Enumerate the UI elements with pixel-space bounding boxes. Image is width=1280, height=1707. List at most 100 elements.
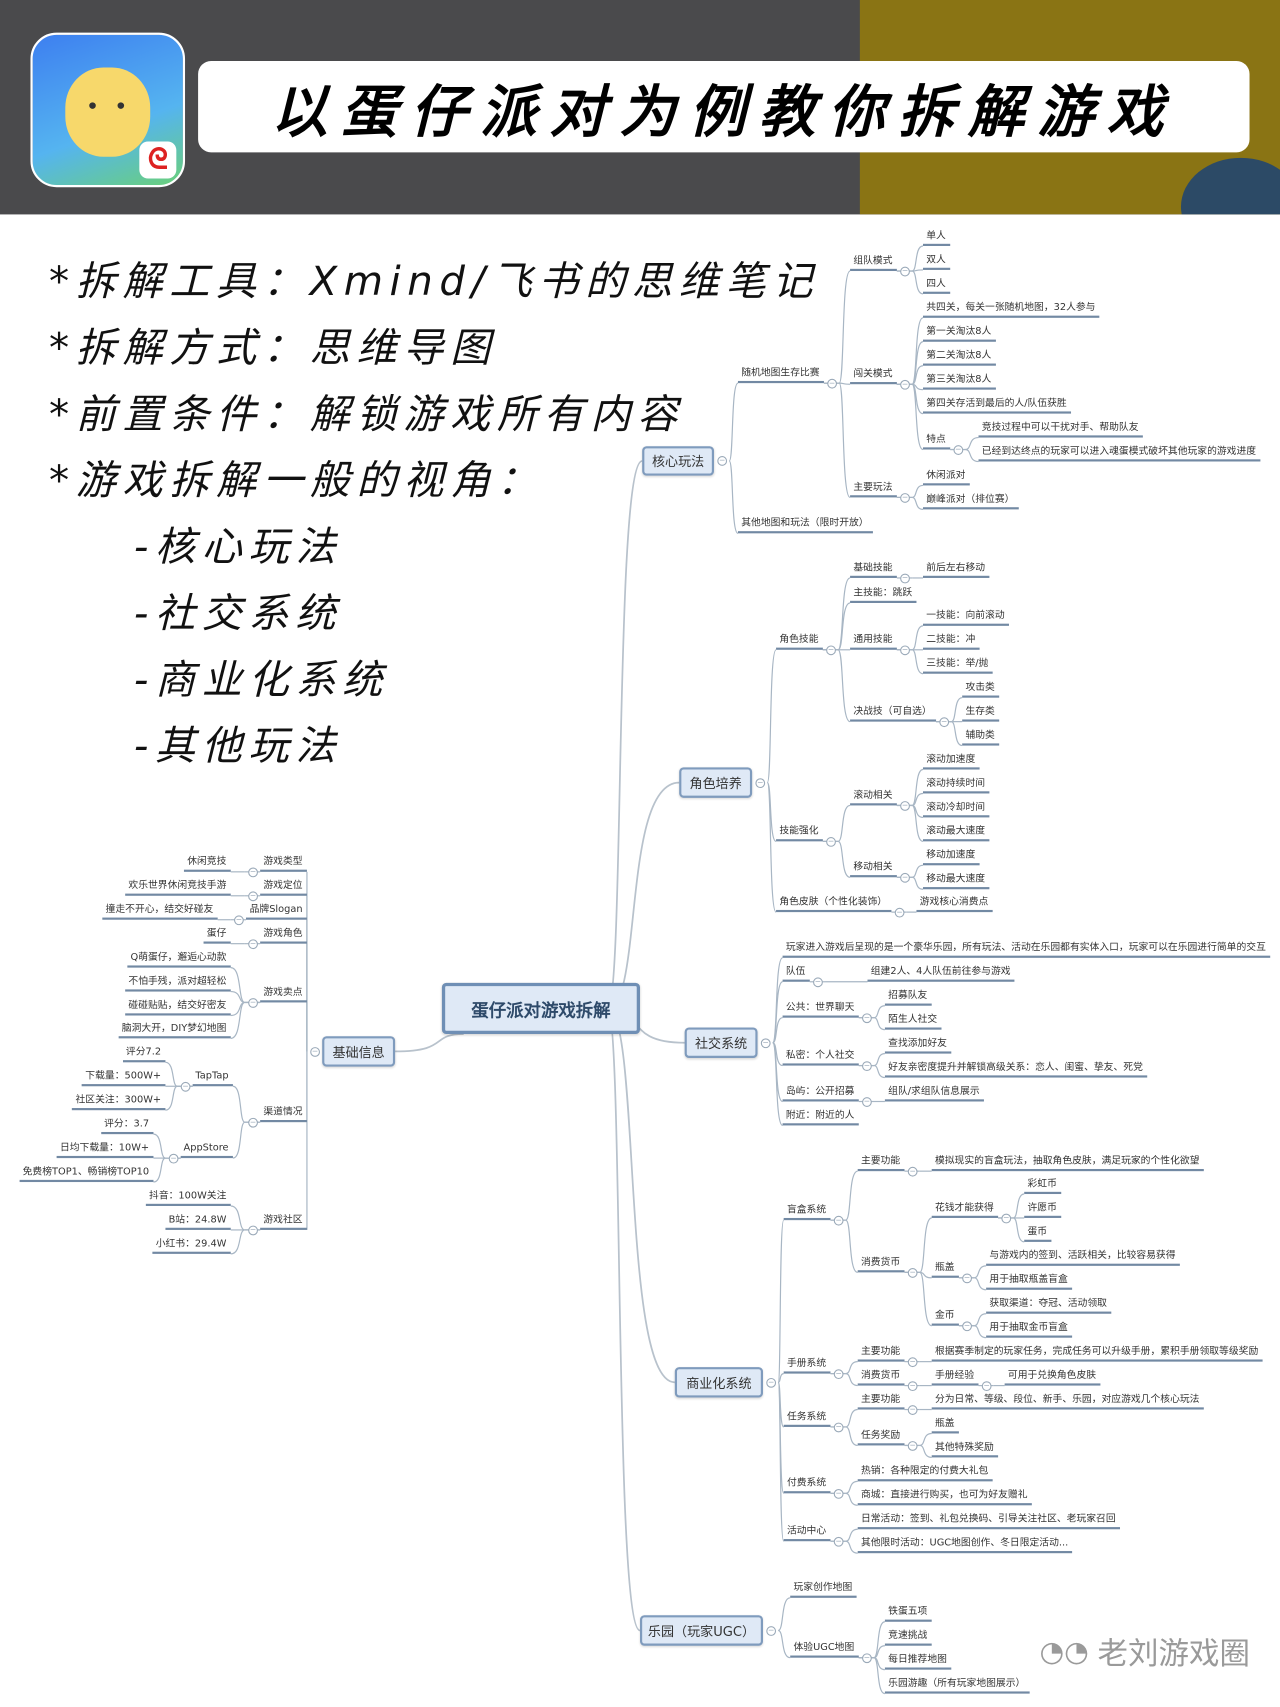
collapse-icon[interactable]: − <box>766 1625 777 1636</box>
branch-social[interactable]: 社交系统 <box>684 1027 758 1058</box>
mindmap-node[interactable]: 评分7.2 <box>122 1045 166 1063</box>
mindmap-node[interactable]: 根据赛季制定的玩家任务，完成任务可以升级手册，累积手册领取等级奖励 <box>931 1344 1263 1362</box>
mindmap-node[interactable]: 二技能：冲 <box>922 632 980 650</box>
mindmap-node[interactable]: 第四关存活到最后的人/队伍获胜 <box>922 396 1072 414</box>
mindmap-node[interactable]: 前后左右移动 <box>922 561 990 578</box>
collapse-icon[interactable]: − <box>907 1166 918 1177</box>
mindmap-node[interactable]: 双人 <box>922 253 951 270</box>
mindmap-node[interactable]: Q萌蛋仔，邂逅心动款 <box>127 950 231 968</box>
mindmap-node[interactable]: 脑洞大开，DIY梦幻地图 <box>118 1021 231 1039</box>
mindmap-node[interactable]: 辅助类 <box>962 728 1000 746</box>
mindmap-node[interactable]: 手册经验 <box>931 1368 979 1386</box>
collapse-icon[interactable]: − <box>760 1037 771 1048</box>
mindmap-node[interactable]: 抖音：100W关注 <box>145 1189 231 1206</box>
mindmap-node[interactable]: 撞走不开心，结交好碰友 <box>102 902 218 920</box>
branch-basic-info[interactable]: 基础信息 <box>322 1036 396 1067</box>
mindmap-node[interactable]: 获取渠道：夺冠、活动领取 <box>986 1296 1112 1314</box>
collapse-icon[interactable]: − <box>962 1272 972 1283</box>
mindmap-root[interactable]: 蛋仔派对游戏拆解 <box>441 982 641 1035</box>
mindmap-node[interactable]: 每日推荐地图 <box>884 1652 952 1670</box>
mindmap-node[interactable]: 已经到达终点的玩家可以进入魂蛋模式破坏其他玩家的游戏进度 <box>978 444 1261 462</box>
mindmap-node[interactable]: 下载量：500W+ <box>82 1069 166 1087</box>
mindmap-node[interactable]: 好友亲密度提升并解锁高级关系：恋人、闺蜜、挚友、死党 <box>884 1060 1148 1078</box>
mindmap-node[interactable]: 闯关模式 <box>850 367 897 385</box>
mindmap-node[interactable]: 玩家进入游戏后呈现的是一个豪华乐园，所有玩法、活动在乐园都有实体入口，玩家可以在… <box>782 940 1271 958</box>
mindmap-node[interactable]: 通用技能 <box>850 632 897 650</box>
collapse-icon[interactable]: − <box>900 644 910 655</box>
mindmap-node[interactable]: 付费系统 <box>783 1476 831 1494</box>
mindmap-node[interactable]: 社区关注：300W+ <box>72 1093 166 1111</box>
mindmap-node[interactable]: 查找添加好友 <box>884 1036 952 1054</box>
mindmap-node[interactable]: B站：24.8W <box>165 1213 231 1230</box>
collapse-icon[interactable]: − <box>755 777 766 788</box>
mindmap-node[interactable]: 主要玩法 <box>850 480 897 498</box>
mindmap-node[interactable]: AppStore <box>180 1141 233 1159</box>
mindmap-node[interactable]: 金币 <box>931 1308 959 1326</box>
mindmap-node[interactable]: 消费货币 <box>857 1368 905 1386</box>
collapse-icon[interactable]: − <box>862 1096 872 1107</box>
collapse-icon[interactable]: − <box>248 1225 258 1235</box>
mindmap-node[interactable]: 分为日常、等级、段位、新手、乐园，对应游戏几个核心玩法 <box>931 1392 1204 1410</box>
mindmap-node[interactable]: 其他地图和玩法（限时开放） <box>737 516 873 534</box>
mindmap-node[interactable]: 生存类 <box>962 704 1000 722</box>
mindmap-node[interactable]: 欢乐世界休闲竞技手游 <box>125 878 231 896</box>
mindmap-node[interactable]: 任务奖励 <box>857 1428 905 1446</box>
mindmap-node[interactable]: 游戏定位 <box>260 878 307 896</box>
mindmap-node[interactable]: 陌生人社交 <box>884 1012 942 1030</box>
collapse-icon[interactable]: − <box>826 836 836 847</box>
mindmap-node[interactable]: 任务系统 <box>783 1410 831 1427</box>
collapse-icon[interactable]: − <box>907 1380 918 1391</box>
collapse-icon[interactable]: − <box>310 1046 321 1057</box>
mindmap-node[interactable]: 特点 <box>922 432 951 450</box>
mindmap-node[interactable]: 随机地图生存比赛 <box>737 366 824 384</box>
mindmap-node[interactable]: 彩虹币 <box>1024 1177 1062 1195</box>
mindmap-node[interactable]: 用于抽取金币盲盒 <box>986 1320 1073 1338</box>
collapse-icon[interactable]: − <box>833 1368 844 1379</box>
mindmap-node[interactable]: 招募队友 <box>884 988 932 1006</box>
mindmap-node[interactable]: 游戏角色 <box>260 926 307 944</box>
branch-ugc[interactable]: 乐园（玩家UGC） <box>640 1615 763 1646</box>
collapse-icon[interactable]: − <box>907 1404 918 1415</box>
mindmap-node[interactable]: 技能强化 <box>776 824 823 842</box>
mindmap-node[interactable]: 评分：3.7 <box>100 1117 154 1135</box>
mindmap-node[interactable]: 组建2人、4人队伍前往参与游戏 <box>867 964 1015 982</box>
mindmap-node[interactable]: 滚动持续时间 <box>922 776 990 794</box>
collapse-icon[interactable]: − <box>900 379 910 390</box>
mindmap-node[interactable]: 盲盒系统 <box>783 1203 831 1221</box>
mindmap-node[interactable]: 蛋币 <box>1024 1224 1052 1242</box>
collapse-icon[interactable]: − <box>766 1377 777 1388</box>
mindmap-node[interactable]: 决战技（可自选） <box>850 704 937 722</box>
mindmap-node[interactable]: 第二关淘汰8人 <box>922 348 996 366</box>
mindmap-node[interactable]: 共四关，每关一张随机地图，32人参与 <box>922 300 1100 318</box>
mindmap-node[interactable]: 公共：世界聊天 <box>782 1000 859 1018</box>
collapse-icon[interactable]: − <box>168 1153 179 1163</box>
mindmap-node[interactable]: 乐园游趣（所有玩家地图展示） <box>884 1676 1030 1694</box>
mindmap-node[interactable]: 其他特殊奖励 <box>931 1440 999 1458</box>
mindmap-node[interactable]: 手册系统 <box>783 1356 831 1374</box>
collapse-icon[interactable]: − <box>248 890 258 901</box>
mindmap-node[interactable]: 攻击类 <box>962 680 1000 698</box>
collapse-icon[interactable]: − <box>234 914 244 925</box>
collapse-icon[interactable]: − <box>939 716 950 727</box>
collapse-icon[interactable]: − <box>833 1536 844 1547</box>
mindmap-node[interactable]: 附近：附近的人 <box>782 1108 859 1126</box>
mindmap-node[interactable]: 其他限时活动：UGC地图创作、冬日限定活动... <box>857 1536 1073 1554</box>
collapse-icon[interactable]: − <box>833 1215 844 1226</box>
mindmap-node[interactable]: 主要功能 <box>857 1154 905 1172</box>
collapse-icon[interactable]: − <box>894 907 905 918</box>
mindmap-node[interactable]: TapTap <box>192 1069 233 1087</box>
mindmap-node[interactable]: 竞速挑战 <box>884 1628 932 1646</box>
collapse-icon[interactable]: − <box>833 1488 844 1499</box>
mindmap-node[interactable]: 私密：个人社交 <box>782 1048 859 1066</box>
collapse-icon[interactable]: − <box>900 492 910 503</box>
mindmap-node[interactable]: 角色皮肤（个性化装饰） <box>776 895 892 913</box>
collapse-icon[interactable]: − <box>900 573 910 583</box>
mindmap-node[interactable]: 可用于兑换角色皮肤 <box>1004 1368 1101 1386</box>
collapse-icon[interactable]: − <box>862 1060 872 1071</box>
mindmap-node[interactable]: 角色技能 <box>776 632 823 650</box>
mindmap-node[interactable]: 玩家创作地图 <box>790 1580 857 1598</box>
mindmap-node[interactable]: 蛋仔 <box>203 926 231 944</box>
mindmap-node[interactable]: 移动最大速度 <box>922 872 990 890</box>
collapse-icon[interactable]: − <box>862 1012 872 1023</box>
mindmap-node[interactable]: 不怕手残，派对超轻松 <box>125 974 231 992</box>
